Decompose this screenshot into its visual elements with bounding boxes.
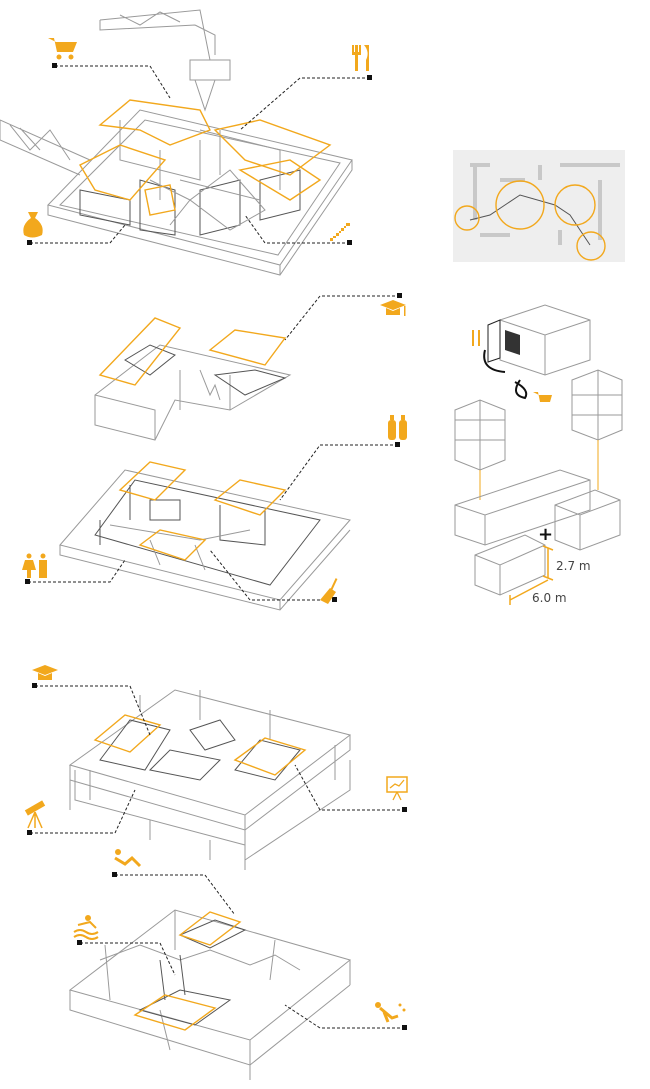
cart-icon <box>48 38 77 60</box>
swimming-icon <box>73 915 99 940</box>
lower-floor <box>59 461 351 611</box>
cleaning-icon <box>320 578 338 604</box>
plus-sign: + <box>538 524 553 545</box>
fork-knife-icon <box>472 330 480 346</box>
market-zones <box>79 99 332 216</box>
gas-cylinder-icon <box>388 415 407 440</box>
leaders-1 <box>27 63 372 245</box>
graduation-cap-icon <box>32 665 58 680</box>
offshore-lower-level <box>68 909 352 1080</box>
toilet-icon <box>22 553 47 578</box>
diving-icon <box>375 1002 406 1023</box>
presentation-icon <box>386 776 408 801</box>
graduation-cap-icon <box>380 300 406 316</box>
market-platform <box>0 109 353 276</box>
site-plan-map <box>453 150 625 262</box>
telescope-icon <box>24 800 46 829</box>
fork-knife-icon <box>352 45 369 71</box>
cart-icon <box>533 392 552 402</box>
container-diagram: + 2.7 m 6.0 m <box>454 304 623 605</box>
money-bag-icon <box>23 212 43 238</box>
container-height-label: 2.7 m <box>556 559 591 573</box>
leaders-4 <box>77 872 407 1030</box>
crane <box>99 9 231 112</box>
leaders-2 <box>25 293 402 602</box>
leaders-3 <box>27 683 407 835</box>
offshore-upper-level <box>68 689 352 870</box>
sunbathing-icon <box>114 849 142 868</box>
stairs-icon <box>330 223 350 241</box>
upper-floor <box>94 317 292 441</box>
container-length-label: 6.0 m <box>532 591 567 605</box>
